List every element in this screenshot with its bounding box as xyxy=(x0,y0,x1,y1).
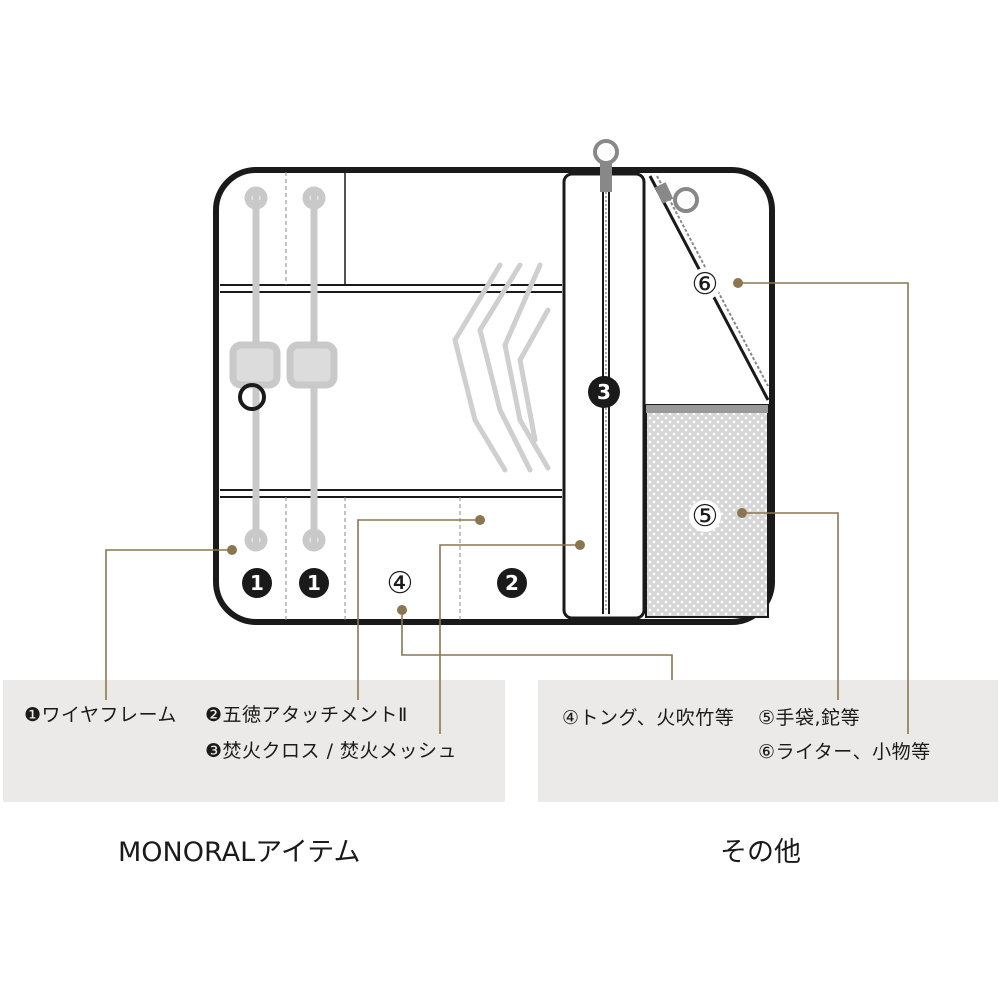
svg-text:1: 1 xyxy=(250,571,264,595)
svg-text:3: 3 xyxy=(597,380,611,404)
badge-wire-frame-left: 1 xyxy=(242,568,272,598)
badge-tongs: ④ xyxy=(384,566,416,601)
legend-item-tongs: ④トング、火吹竹等 xyxy=(562,707,735,729)
pocket-ring-icon xyxy=(673,187,699,213)
caption-other: その他 xyxy=(720,837,801,868)
svg-text:⑥: ⑥ xyxy=(692,267,719,302)
wire-frame-ring-icon xyxy=(238,383,266,411)
legend-box-monoral xyxy=(3,680,505,802)
legend-item-gloves: ⑤手袋,鉈等 xyxy=(758,707,861,729)
caption-monoral-items: MONORALアイテム xyxy=(118,837,361,868)
svg-text:2: 2 xyxy=(505,571,519,595)
badge-gotoku: 2 xyxy=(497,568,527,598)
legend-item-cross-mesh: ❸焚火クロス / 焚火メッシュ xyxy=(205,740,458,762)
badge-gloves: ⑤ xyxy=(689,499,721,534)
svg-text:⑤: ⑤ xyxy=(692,499,719,534)
badge-cross-mesh: 3 xyxy=(588,376,620,408)
legend-item-wire-frame: ❶ワイヤフレーム xyxy=(24,704,177,726)
legend-item-lighter: ⑥ライター、小物等 xyxy=(758,741,931,763)
leader-dots xyxy=(227,278,747,615)
leader-lines xyxy=(105,282,909,680)
legend-item-gotoku-attachment: ❷五徳アタッチメントⅡ xyxy=(205,704,408,726)
svg-text:1: 1 xyxy=(307,571,321,595)
zipper-ring-icon xyxy=(593,139,619,165)
badge-wire-frame-right: 1 xyxy=(299,568,329,598)
legend-box-other xyxy=(538,680,998,802)
zipper-pull-icon xyxy=(600,160,612,192)
badge-lighter: ⑥ xyxy=(689,267,721,302)
svg-text:④: ④ xyxy=(387,566,414,601)
gotoku-illustration xyxy=(452,262,551,473)
